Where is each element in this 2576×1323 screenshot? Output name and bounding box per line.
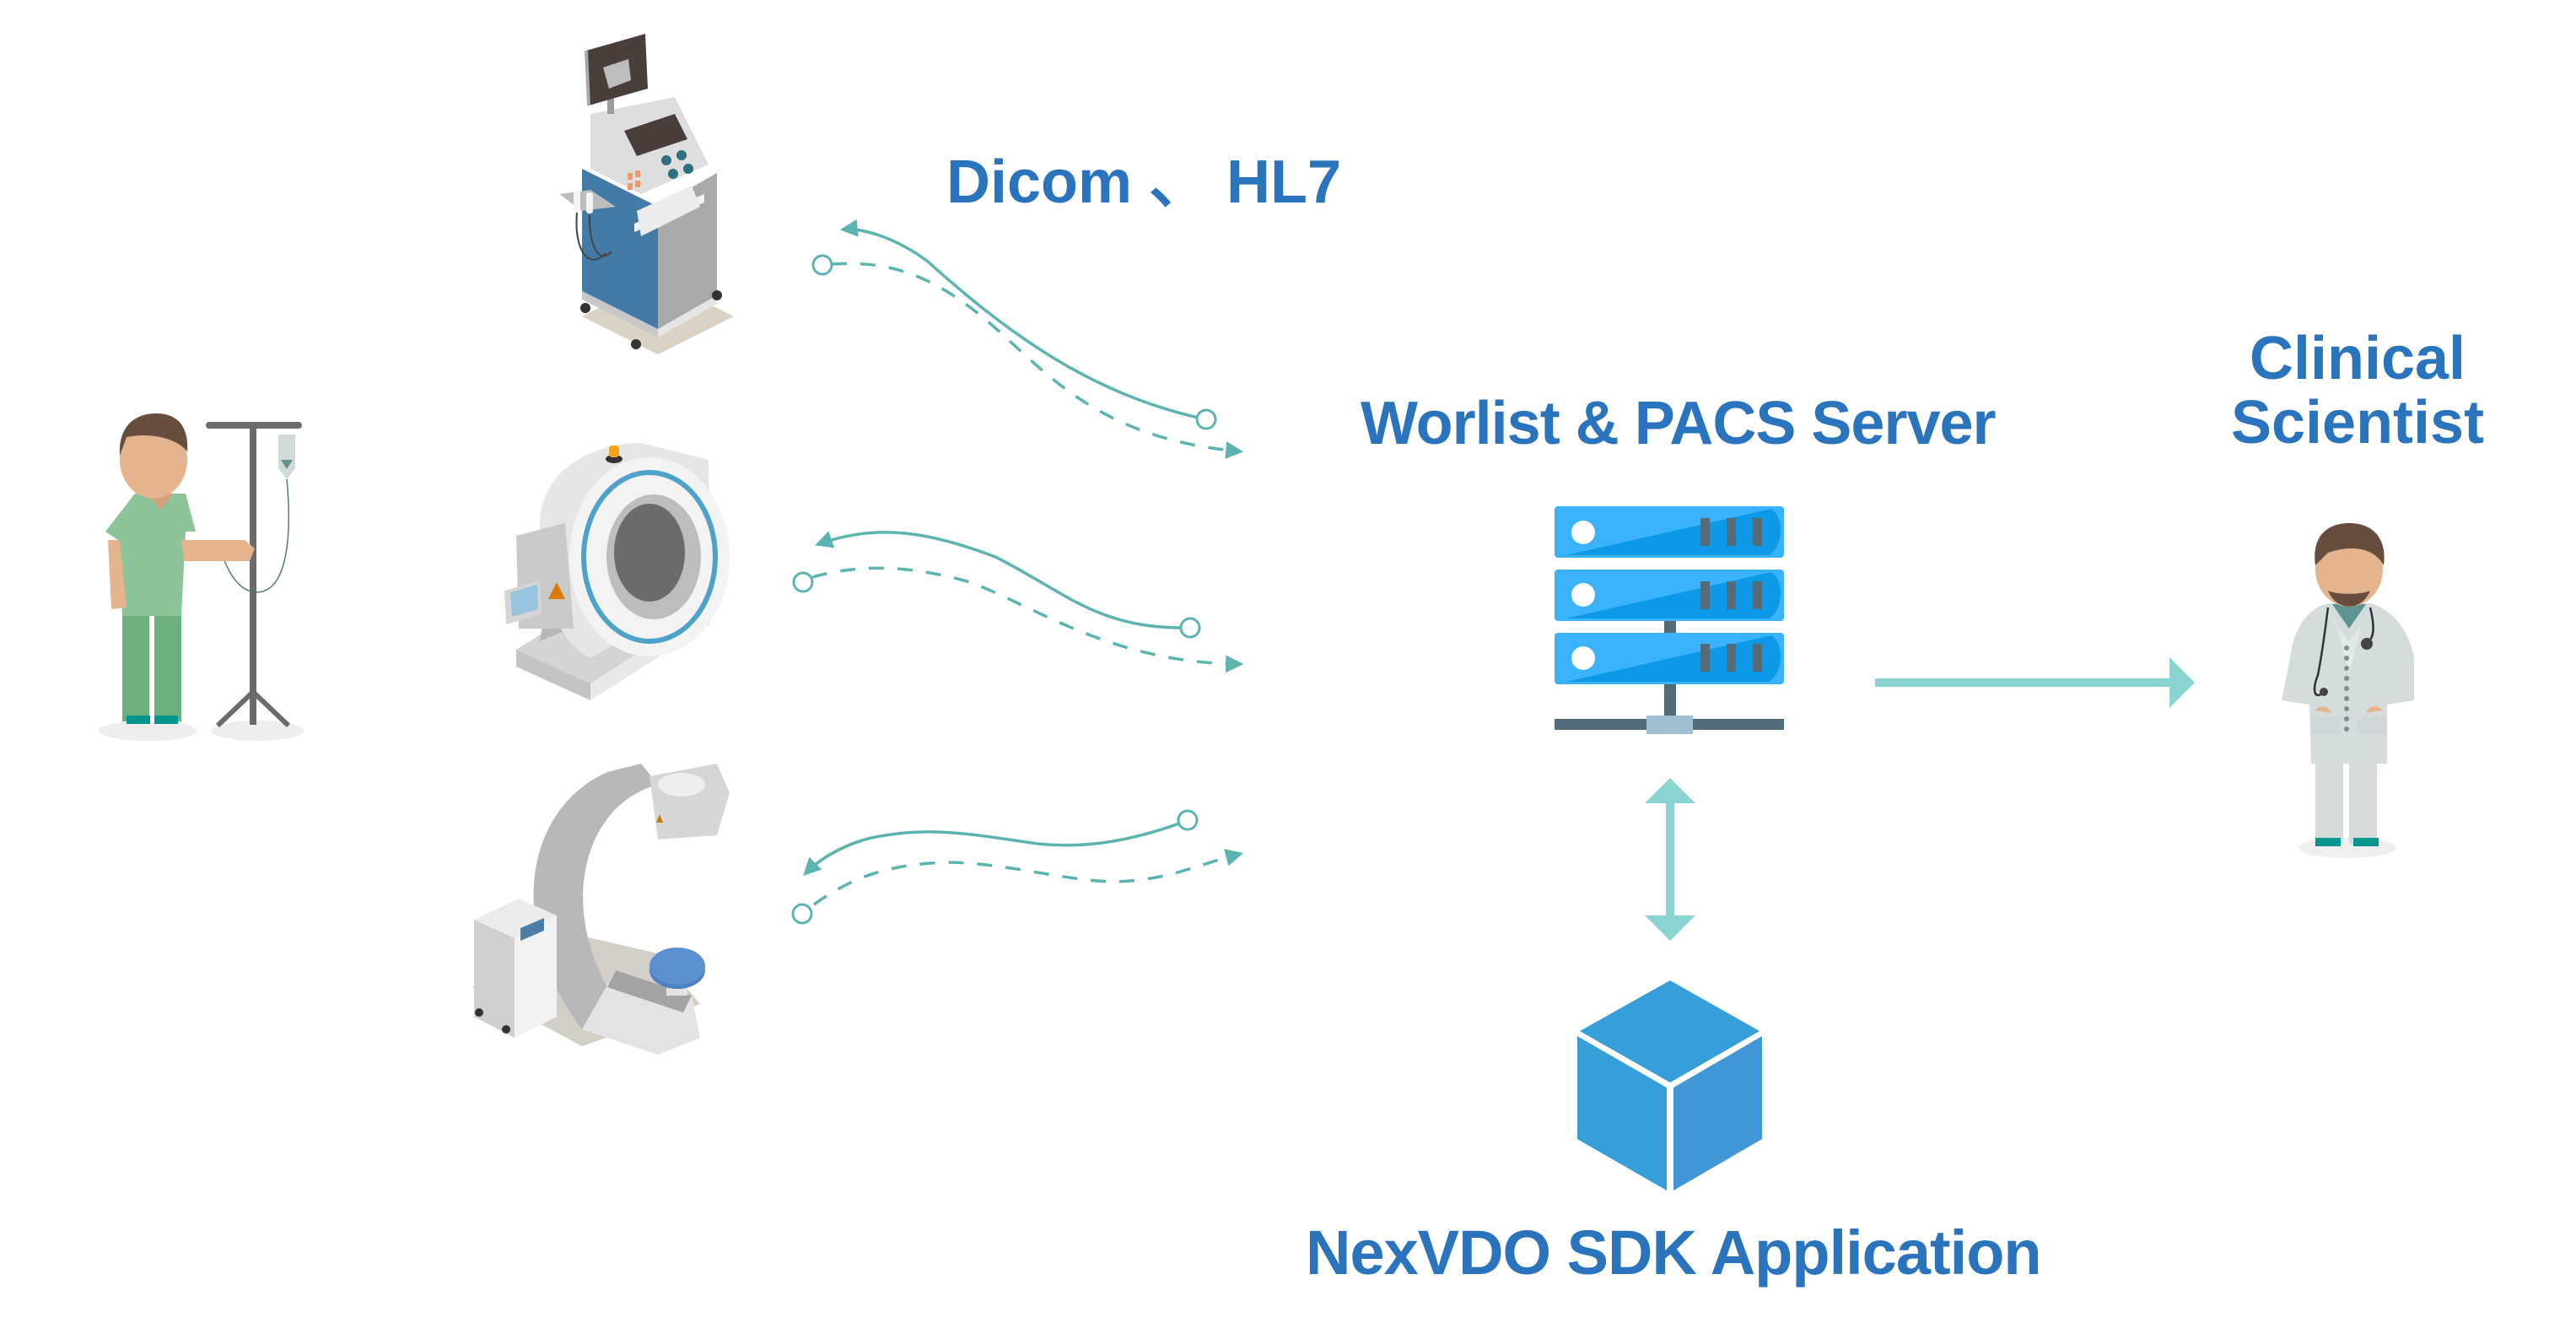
server-unit — [1555, 506, 1784, 558]
ultrasound-machine-icon[interactable] — [559, 0, 734, 354]
connector-mri-server — [792, 531, 1244, 673]
clinician-label-line2: Scientist — [2230, 388, 2485, 456]
mri-scanner-icon[interactable] — [504, 443, 730, 700]
clinician-label: Clinical Scientist — [2227, 327, 2488, 455]
server-unit — [1555, 633, 1784, 684]
sdk-label: NexVDO SDK Application — [1306, 1218, 2042, 1288]
server-rack-icon[interactable] — [1555, 506, 1784, 734]
server-label: Worlist & PACS Server — [1361, 390, 1997, 457]
arrow-server-clinician — [1875, 657, 2195, 708]
cube-icon[interactable] — [1577, 980, 1762, 1191]
protocol-label: Dicom 、 HL7 — [946, 148, 1342, 216]
clinician-label-line1: Clinical — [2249, 325, 2466, 392]
double-arrow-server-sdk — [1645, 778, 1695, 941]
doctor-icon[interactable] — [2282, 523, 2414, 858]
server-unit — [1555, 570, 1784, 621]
connector-ultrasound-server — [811, 219, 1244, 459]
patient-iv-icon[interactable] — [99, 413, 304, 741]
connector-carm-server — [791, 809, 1244, 925]
c-arm-xray-icon[interactable] — [472, 764, 730, 1055]
